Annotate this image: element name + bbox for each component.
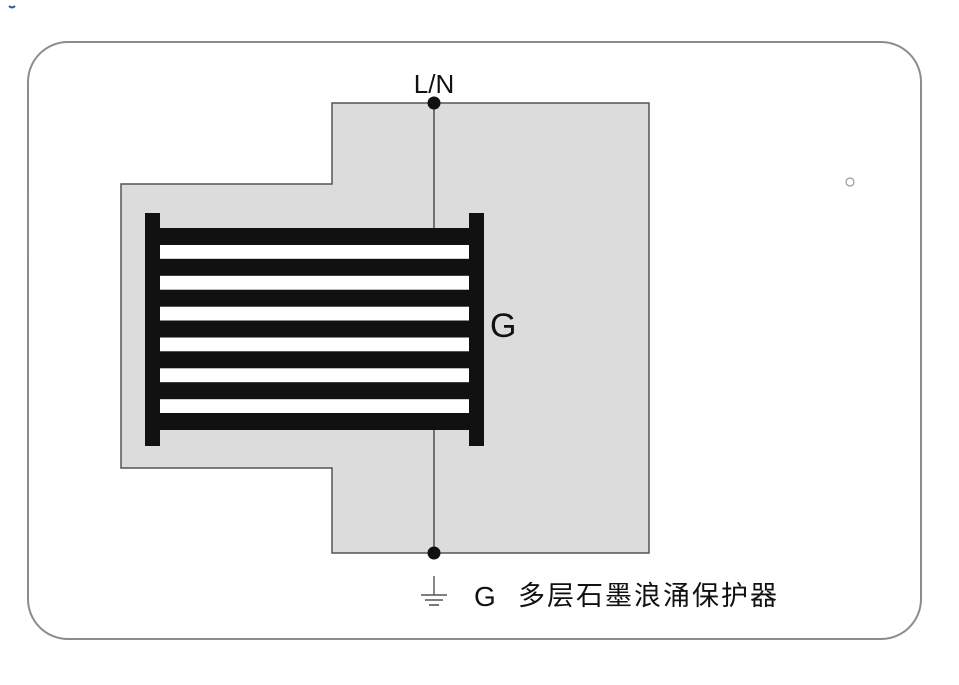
small-circle-mark — [845, 177, 855, 187]
graphene-label: G — [490, 307, 516, 345]
bottom-terminal-node — [427, 546, 441, 560]
graphene-layer-bar — [152, 320, 477, 338]
corner-mark — [8, 5, 16, 9]
caption: 多层石墨浪涌保护器 — [518, 581, 779, 612]
ground-icon — [421, 576, 447, 606]
ground-label: G — [474, 581, 496, 612]
graphene-layer-bar — [152, 382, 477, 400]
graphene-layers — [145, 213, 484, 446]
top-terminal-node — [427, 96, 441, 110]
graphene-layer-bar — [152, 413, 477, 430]
graphene-layer-bar — [152, 258, 477, 276]
graphene-layer-bar — [152, 228, 477, 245]
graphene-layer-bar — [152, 289, 477, 307]
terminal-label-ln: L/N — [414, 69, 454, 99]
graphene-layer-bar — [152, 351, 477, 369]
